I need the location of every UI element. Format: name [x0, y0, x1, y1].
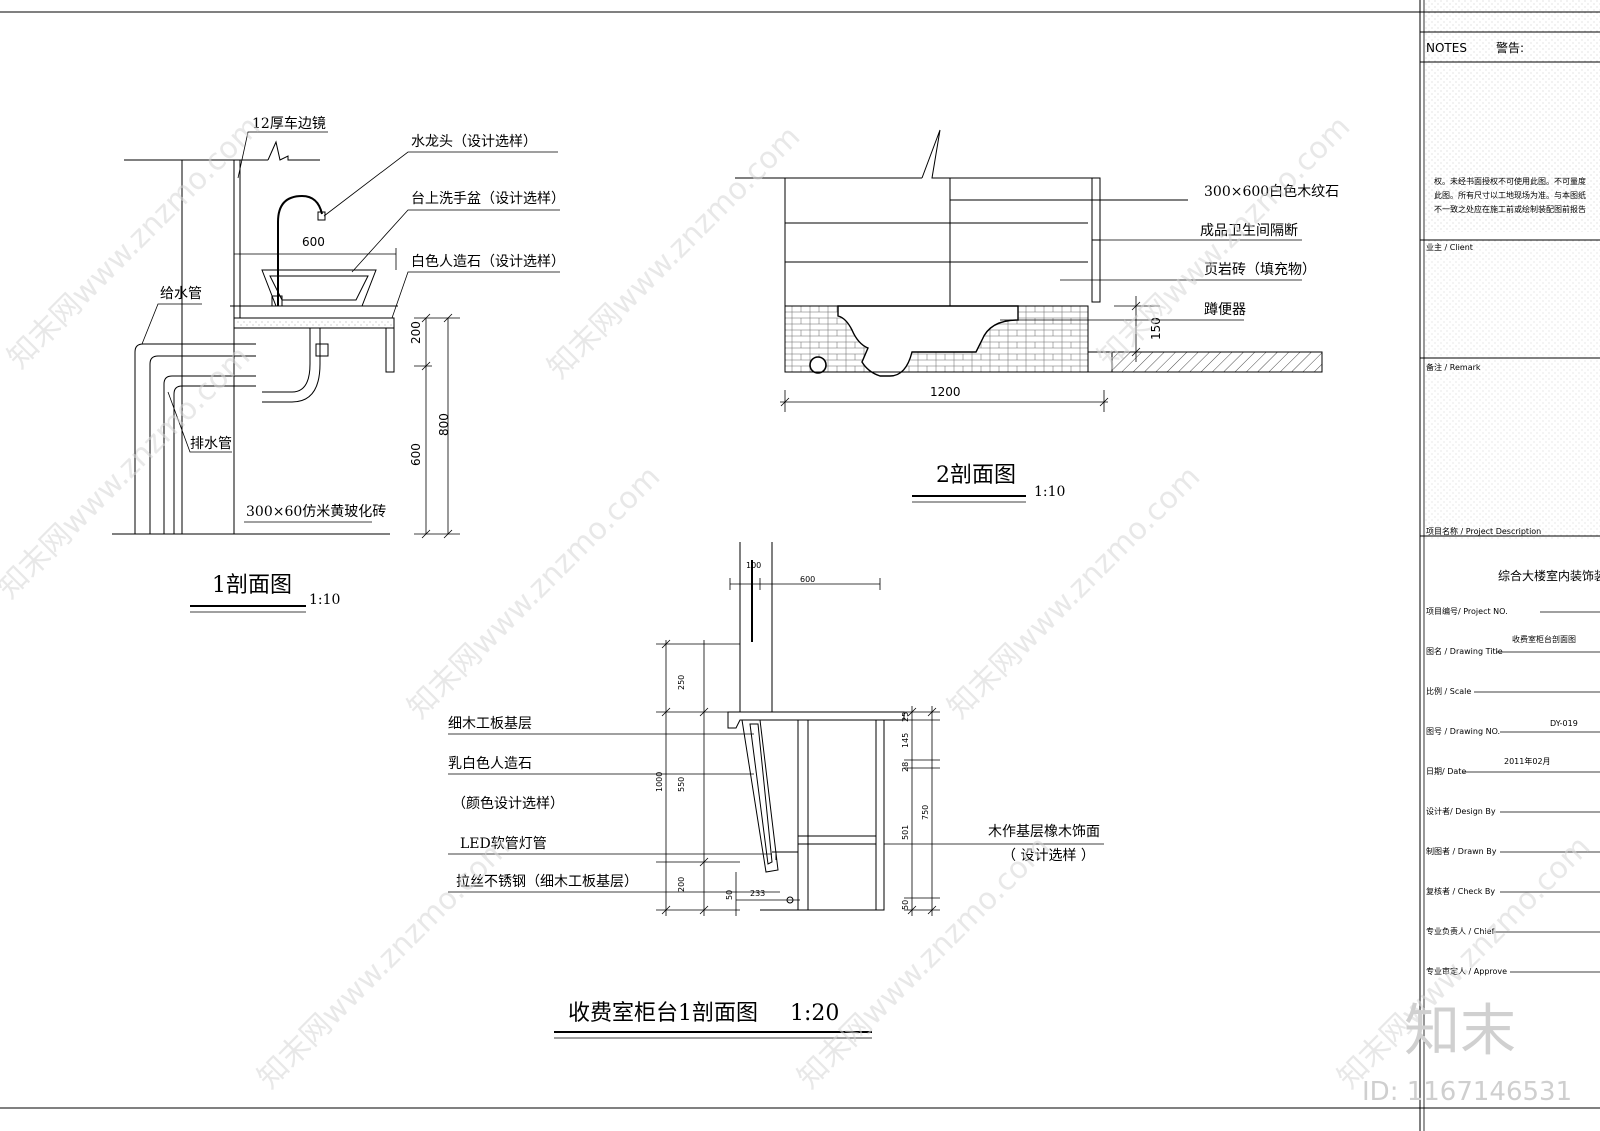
label-drain-pipe: 排水管 [190, 436, 232, 452]
watermark-7: 知末网www.znzmo.com [251, 829, 517, 1095]
label-color-note: （颜色设计选样） [452, 795, 564, 812]
watermark-4: 知末网www.znzmo.com [0, 339, 257, 605]
client-label: 业主 / Client [1426, 242, 1473, 252]
dim-1200: 1200 [930, 385, 961, 399]
scale-label: 比例 / Scale [1426, 686, 1471, 696]
dim-750: 750 [921, 805, 930, 820]
section-1-scale: 1:10 [309, 592, 340, 608]
watermark-3: 知末网www.znzmo.com [1091, 109, 1357, 375]
warning-line-3: 不一致之处应在施工前或绘制装配图前报告 [1434, 204, 1586, 214]
section-3-leaders [448, 578, 1104, 916]
design-by-label: 设计者/ Design By [1426, 806, 1496, 816]
warning-label: 警告: [1496, 40, 1524, 55]
dim-28: 28 [901, 762, 910, 772]
section-2-scale: 1:10 [1034, 484, 1065, 500]
watermark-6: 知末网www.znzmo.com [941, 459, 1207, 725]
dim-50-right: 50 [901, 900, 910, 910]
project-desc-label: 项目名称 / Project Description [1426, 526, 1541, 536]
dim-233: 233 [750, 889, 765, 898]
label-steel: 拉丝不锈钢（细木工板基层） [456, 873, 638, 890]
label-led: LED软管灯管 [460, 836, 547, 852]
watermark-logo: 知末 [1404, 999, 1516, 1064]
label-white-stone: 乳白色人造石 [448, 755, 532, 772]
label-shale: 页岩砖（填充物） [1204, 262, 1316, 278]
chief-label: 专业负责人 / Chief [1426, 926, 1495, 936]
section-3-title: 收费室柜台1剖面图 [568, 1001, 758, 1026]
warning-line-2: 此图。所有尺寸以工地现场为准。与本图纸 [1434, 190, 1586, 200]
dim-501: 501 [901, 825, 910, 840]
drawing-title-label: 图名 / Drawing Title [1426, 646, 1503, 656]
dim-600-top: 600 [800, 575, 815, 584]
label-wood-stone: 300×600白色木纹石 [1204, 183, 1339, 200]
dim-600-width: 600 [302, 235, 325, 249]
label-tile: 300×60仿米黄玻化砖 [246, 503, 386, 520]
dim-25: 25 [901, 712, 910, 722]
section-1-drawing [112, 140, 398, 535]
label-faucet: 水龙头（设计选样） [411, 134, 537, 150]
dim-145: 145 [901, 733, 910, 748]
section-2-title: 2剖面图 [936, 463, 1016, 488]
watermark-2: 知末网www.znzmo.com [541, 119, 807, 385]
dim-550: 550 [677, 777, 686, 792]
title-block [1420, 0, 1600, 973]
label-toilet: 蹲便器 [1204, 302, 1246, 318]
label-partition: 成品卫生间隔断 [1200, 223, 1298, 239]
label-stone: 白色人造石（设计选样） [411, 253, 565, 270]
drawing-no: DY-019 [1550, 719, 1578, 728]
watermark-1: 知末网www.znzmo.com [1, 109, 267, 375]
section-2-leaders [780, 199, 1302, 412]
label-oak: 木作基层橡木饰面 [988, 823, 1100, 840]
dim-150: 150 [1149, 317, 1163, 340]
approve-label: 专业审定人 / Approve [1426, 966, 1507, 976]
dim-200: 200 [409, 321, 423, 344]
project-no-label: 项目编号/ Project NO. [1426, 606, 1508, 616]
section-2-drawing [735, 129, 1323, 377]
watermark-5: 知末网www.znzmo.com [401, 459, 667, 725]
drawn-by-label: 制图者 / Drawn By [1426, 846, 1497, 856]
remark-label: 备注 / Remark [1426, 362, 1481, 372]
dim-600-height: 600 [409, 443, 423, 466]
dim-800: 800 [437, 413, 451, 436]
dim-100: 100 [746, 561, 761, 570]
dim-1000: 1000 [655, 772, 664, 792]
label-supply-pipe: 给水管 [160, 286, 202, 302]
label-basin: 台上洗手盆（设计选样） [411, 191, 565, 207]
section-1-leaders [141, 131, 560, 539]
dim-250: 250 [677, 675, 686, 690]
date-label: 日期/ Date [1426, 767, 1466, 776]
watermark-id: ID: 1167146531 [1362, 1077, 1572, 1107]
label-mirror: 12厚车边镜 [252, 115, 326, 132]
check-by-label: 复核者 / Check By [1426, 886, 1495, 896]
warning-line-1: 权。未经书面授权不可使用此图。不可量度 [1434, 176, 1586, 186]
drawing-no-label: 图号 / Drawing NO. [1426, 727, 1500, 736]
notes-label: NOTES [1426, 41, 1467, 55]
dim-200-base: 200 [677, 877, 686, 892]
watermark-8: 知末网www.znzmo.com [791, 829, 1057, 1095]
dim-50-left: 50 [725, 890, 734, 900]
date-value: 2011年02月 [1504, 756, 1551, 766]
section-3-drawing [727, 542, 905, 911]
section-1-title: 1剖面图 [212, 573, 292, 598]
label-board: 细木工板基层 [448, 715, 532, 732]
project-name: 综合大楼室内装饰装 [1498, 568, 1600, 583]
section-3-scale: 1:20 [790, 1001, 839, 1026]
label-oak-note: （ 设计选样 ） [1002, 848, 1095, 864]
drawing-title: 收费室柜台剖面图 [1512, 634, 1576, 644]
